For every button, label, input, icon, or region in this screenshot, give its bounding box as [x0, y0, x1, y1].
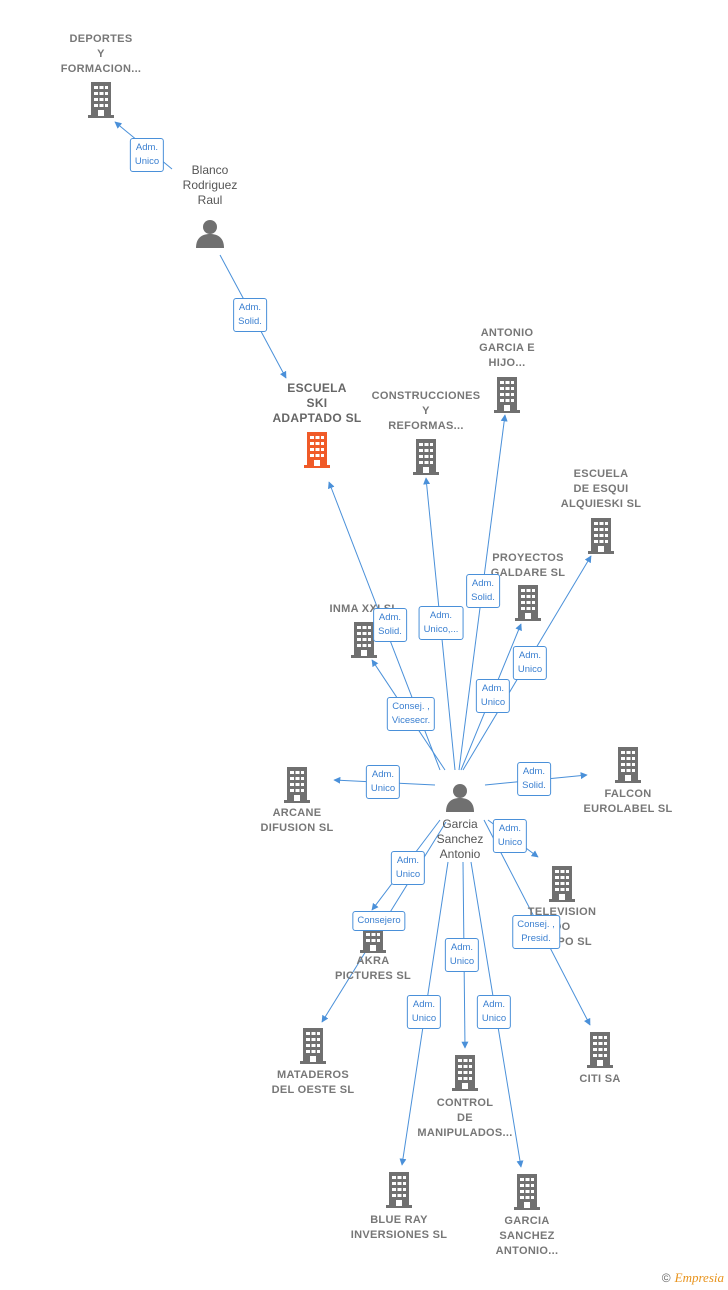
node-label-citi[interactable]: CITI SA — [579, 1073, 621, 1085]
building-icon-mataderos[interactable] — [300, 1028, 326, 1064]
node-label-control[interactable]: CONTROL DE MANIPULADOS... — [417, 1097, 513, 1139]
node-label-proyectos[interactable]: PROYECTOS GALDARE SL — [490, 552, 566, 579]
edge-label-garcia-to-arcane[interactable]: Adm. Unico — [365, 765, 401, 799]
person-node-garcia[interactable]: Garcia Sanchez Antonio — [437, 817, 484, 862]
node-label-garcia_sanchez_co[interactable]: GARCIA SANCHEZ ANTONIO... — [495, 1215, 559, 1257]
building-icon-proyectos[interactable] — [515, 585, 541, 621]
company-node-mataderos[interactable]: MATADEROS DEL OESTE SL — [272, 1068, 355, 1098]
building-icon-deportes[interactable] — [88, 82, 114, 118]
edge-label-blanco-to-deportes[interactable]: Adm. Unico — [129, 138, 165, 172]
company-node-deportes[interactable]: DEPORTES Y FORMACION... — [61, 32, 142, 77]
building-icon-control[interactable] — [452, 1055, 478, 1091]
node-label-escuela_ski[interactable]: ESCUELA SKI ADAPTADO SL — [272, 381, 362, 425]
node-label-escuela_esqui[interactable]: ESCUELA DE ESQUI ALQUIESKI SL — [560, 468, 642, 510]
edge-label-garcia-to-escuela_esqui[interactable]: Adm. Unico — [512, 646, 548, 680]
edge-label-garcia-to-control[interactable]: Adm. Unico — [444, 938, 480, 972]
building-icon-falcon[interactable] — [615, 747, 641, 783]
node-label-garcia[interactable]: Garcia Sanchez Antonio — [436, 817, 484, 861]
building-icon-escuela_ski[interactable] — [304, 432, 330, 468]
edge-label-garcia-to-escuela_ski[interactable]: Adm. Solid. — [373, 608, 407, 642]
company-node-garcia_sanchez_co[interactable]: GARCIA SANCHEZ ANTONIO... — [496, 1214, 559, 1259]
company-node-arcane[interactable]: ARCANE DIFUSION SL — [261, 806, 334, 836]
edge-label-garcia-to-antonio_garcia[interactable]: Adm. Solid. — [466, 574, 500, 608]
edge-label-blanco-to-escuela_ski[interactable]: Adm. Solid. — [233, 298, 267, 332]
edge-label-garcia-to-mataderos[interactable]: Consejero — [352, 911, 406, 931]
building-icon-antonio_garcia[interactable] — [494, 377, 520, 413]
building-icon-garcia_sanchez_co[interactable] — [514, 1174, 540, 1210]
building-icon-escuela_esqui[interactable] — [588, 518, 614, 554]
company-node-falcon[interactable]: FALCON EUROLABEL SL — [584, 787, 673, 817]
node-label-antonio_garcia[interactable]: ANTONIO GARCIA E HIJO... — [479, 327, 535, 369]
company-node-escuela_esqui[interactable]: ESCUELA DE ESQUI ALQUIESKI SL — [561, 467, 642, 512]
node-label-arcane[interactable]: ARCANE DIFUSION SL — [260, 807, 334, 834]
node-label-falcon[interactable]: FALCON EUROLABEL SL — [583, 788, 673, 815]
company-node-control[interactable]: CONTROL DE MANIPULADOS... — [417, 1096, 512, 1141]
company-node-citi[interactable]: CITI SA — [579, 1072, 620, 1087]
company-node-construcciones[interactable]: CONSTRUCCIONES Y REFORMAS... — [372, 389, 481, 434]
company-node-proyectos[interactable]: PROYECTOS GALDARE SL — [491, 551, 566, 581]
company-node-bluray[interactable]: BLUE RAY INVERSIONES SL — [351, 1213, 448, 1243]
building-icon-television[interactable] — [549, 866, 575, 902]
building-icon-citi[interactable] — [587, 1032, 613, 1068]
person-node-blanco[interactable]: Blanco Rodriguez Raul — [183, 163, 238, 208]
edge-label-garcia-to-construcciones[interactable]: Adm. Unico,... — [418, 606, 464, 640]
company-node-antonio_garcia[interactable]: ANTONIO GARCIA E HIJO... — [479, 326, 535, 371]
node-label-akra[interactable]: AKRA PICTURES SL — [334, 955, 412, 982]
building-icon-construcciones[interactable] — [413, 439, 439, 475]
edge-label-garcia-to-television[interactable]: Adm. Unico — [492, 819, 528, 853]
node-label-construcciones[interactable]: CONSTRUCCIONES Y REFORMAS... — [371, 390, 481, 432]
node-label-blanco[interactable]: Blanco Rodriguez Raul — [182, 163, 238, 207]
building-icon-bluray[interactable] — [386, 1172, 412, 1208]
edge-label-garcia-to-inma[interactable]: Consej. , Vicesecr. — [386, 697, 436, 731]
brand-logo: Empresia — [674, 1270, 724, 1285]
node-label-mataderos[interactable]: MATADEROS DEL OESTE SL — [271, 1069, 355, 1096]
edge-label-garcia-to-falcon[interactable]: Adm. Solid. — [517, 762, 551, 796]
node-label-bluray[interactable]: BLUE RAY INVERSIONES SL — [350, 1214, 448, 1241]
person-icon-blanco[interactable] — [196, 220, 224, 248]
company-node-escuela_ski[interactable]: ESCUELA SKI ADAPTADO SL — [272, 381, 361, 426]
edge-label-garcia-to-akra[interactable]: Adm. Unico — [390, 851, 426, 885]
edge-label-garcia-to-citi[interactable]: Consej. , Presid. — [512, 915, 560, 949]
edge-label-garcia-to-bluray[interactable]: Adm. Unico — [406, 995, 442, 1029]
company-node-akra[interactable]: AKRA PICTURES SL — [335, 954, 411, 984]
edge-label-garcia-to-proyectos[interactable]: Adm. Unico — [475, 679, 511, 713]
building-icon-arcane[interactable] — [284, 767, 310, 803]
person-icon-garcia[interactable] — [446, 784, 474, 812]
footer-brand: ©Empresia — [662, 1270, 724, 1286]
copyright-symbol: © — [661, 1271, 671, 1285]
edge-label-garcia-to-garcia_sanchez_co[interactable]: Adm. Unico — [476, 995, 512, 1029]
node-label-deportes[interactable]: DEPORTES Y FORMACION... — [60, 33, 142, 75]
